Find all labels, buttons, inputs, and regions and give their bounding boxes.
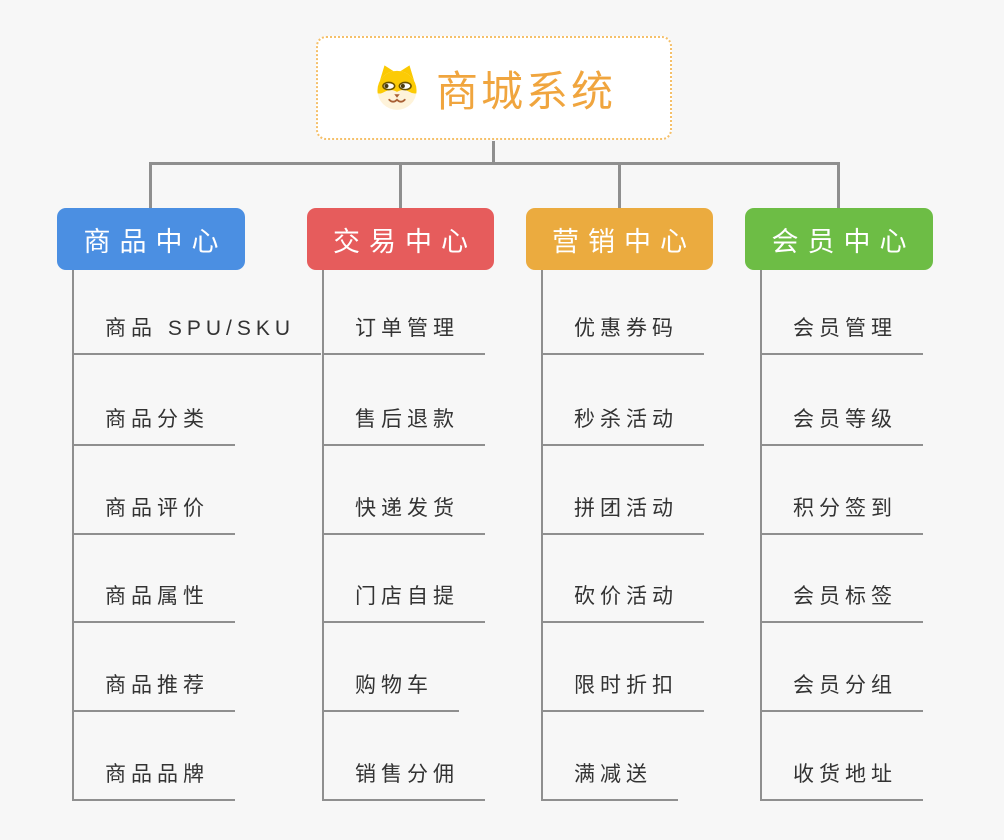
branch-label-trade-center: 交易中心 — [333, 226, 477, 257]
branch-label-marketing-center: 营销中心 — [552, 226, 696, 257]
root-node[interactable]: 商城系统 — [316, 36, 672, 140]
branch-node-member-center[interactable]: 会员中心 — [745, 208, 933, 270]
child-topic-member-group[interactable]: 会员分组 — [760, 670, 923, 712]
shiba-dog-icon — [372, 63, 422, 113]
child-topic-sales-commission[interactable]: 销售分佣 — [322, 759, 485, 801]
children-spine-member-center — [760, 270, 762, 801]
child-topic-product-spu-sku[interactable]: 商品 SPU/SKU — [72, 313, 322, 355]
children-spine-trade-center — [322, 270, 324, 801]
child-topic-full-reduction[interactable]: 满减送 — [541, 759, 678, 801]
child-topic-order-management[interactable]: 订单管理 — [322, 313, 485, 355]
children-spine-marketing-center — [541, 270, 543, 801]
child-topic-member-management[interactable]: 会员管理 — [760, 313, 923, 355]
root-title: 商城系统 — [435, 67, 616, 115]
child-topic-express-delivery[interactable]: 快递发货 — [322, 493, 485, 535]
child-topic-bargain[interactable]: 砍价活动 — [541, 581, 704, 623]
child-topic-member-level[interactable]: 会员等级 — [760, 404, 923, 446]
child-topic-aftersale-refund[interactable]: 售后退款 — [322, 404, 485, 446]
child-topic-points-checkin[interactable]: 积分签到 — [760, 493, 923, 535]
branch-node-product-center[interactable]: 商品中心 — [57, 208, 245, 270]
connector-drop-trade-center — [399, 162, 402, 208]
child-topic-store-pickup[interactable]: 门店自提 — [322, 581, 485, 623]
branch-label-product-center: 商品中心 — [83, 226, 228, 257]
child-topic-product-recommend[interactable]: 商品推荐 — [72, 670, 235, 712]
child-topic-product-category[interactable]: 商品分类 — [72, 404, 235, 446]
branch-label-member-center: 会员中心 — [771, 226, 916, 257]
connector-drop-marketing-center — [618, 162, 621, 208]
connector-horizontal-bar — [149, 162, 840, 165]
connector-drop-product-center — [149, 162, 152, 208]
child-topic-group-buy[interactable]: 拼团活动 — [541, 493, 704, 535]
child-topic-product-attribute[interactable]: 商品属性 — [72, 581, 235, 623]
children-spine-product-center — [72, 270, 74, 801]
child-topic-flash-sale[interactable]: 秒杀活动 — [541, 404, 704, 446]
branch-node-marketing-center[interactable]: 营销中心 — [526, 208, 713, 270]
connector-drop-member-center — [837, 162, 840, 208]
branch-node-trade-center[interactable]: 交易中心 — [307, 208, 494, 270]
child-topic-member-tag[interactable]: 会员标签 — [760, 581, 923, 623]
child-topic-coupon-code[interactable]: 优惠券码 — [541, 313, 704, 355]
connector-root-stem — [492, 141, 495, 165]
child-topic-product-review[interactable]: 商品评价 — [72, 493, 235, 535]
child-topic-shipping-address[interactable]: 收货地址 — [760, 759, 923, 801]
child-topic-shopping-cart[interactable]: 购物车 — [322, 670, 459, 712]
child-topic-product-brand[interactable]: 商品品牌 — [72, 759, 235, 801]
child-topic-time-discount[interactable]: 限时折扣 — [541, 670, 704, 712]
